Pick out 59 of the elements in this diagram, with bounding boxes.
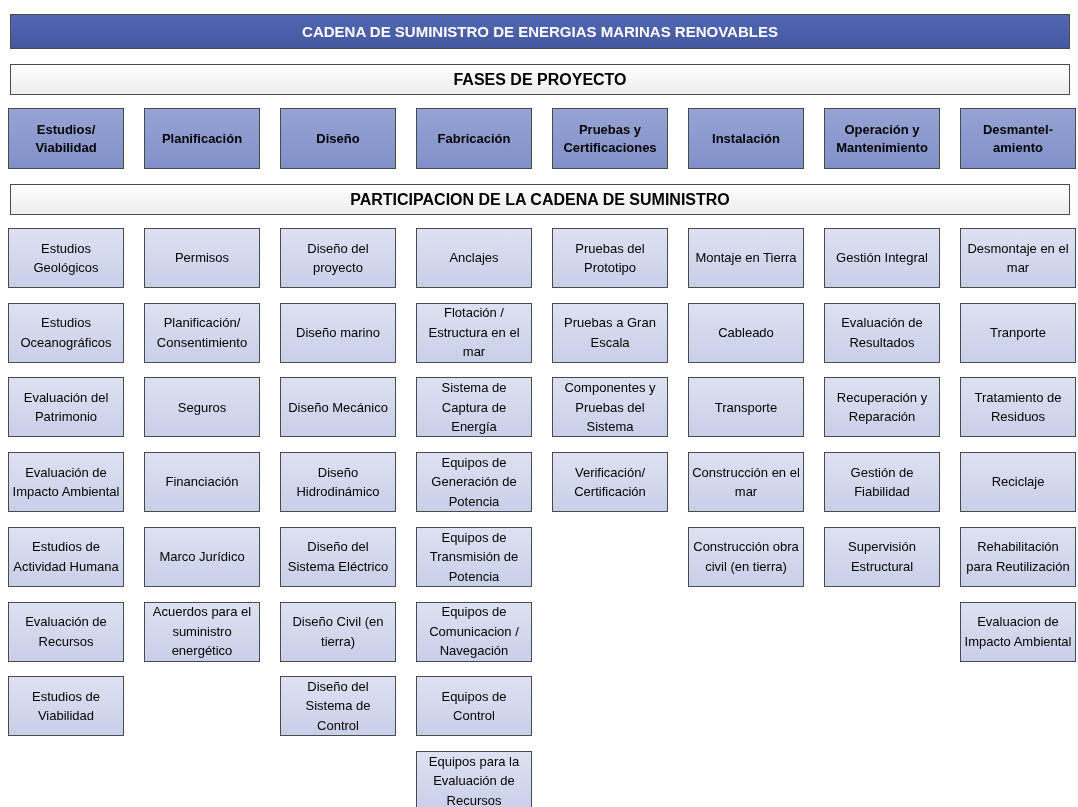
phase-box: Diseño [280,108,396,169]
activity-box: Diseño Civil (en tierra) [280,601,396,662]
activity-box: Reciclaje [960,452,1076,513]
activity-box: Desmontaje en el mar [960,228,1076,288]
activity-box: Marco Jurídico [144,526,260,587]
activity-box: Sistema de Captura de Energía [416,377,532,438]
activity-box: Pruebas a Gran Escala [552,302,668,363]
activity-box: Estudios de Actividad Humana [8,526,124,587]
activity-box: Estudios de Viabilidad [8,676,124,737]
activity-box: Transporte [688,377,804,438]
activity-box: Equipos de Generación de Potencia [416,452,532,513]
activity-box: Montaje en Tierra [688,228,804,288]
activity-box: Evaluación de Recursos [8,601,124,662]
activity-box: Evaluación de Impacto Ambiental [8,452,124,513]
activity-box: Equipos de Comunicacion / Navegación [416,601,532,662]
activity-box: Tranporte [960,302,1076,363]
activity-box: Diseño Hidrodinámico [280,452,396,513]
activity-box: Evaluacion de Impacto Ambiental [960,601,1076,662]
phase-box: Operación y Mantenimiento [824,108,940,169]
phase-box: Desmantel-amiento [960,108,1076,169]
activity-box: Pruebas del Prototipo [552,228,668,288]
activity-box: Supervisión Estructural [824,526,940,587]
section-header-bar: PARTICIPACION DE LA CADENA DE SUMINISTRO [10,184,1070,215]
activity-box: Estudios Geológicos [8,228,124,288]
activity-box: Evaluación del Patrimonio [8,377,124,438]
activity-box: Componentes y Pruebas del Sistema [552,377,668,438]
phase-box: Pruebas y Certificaciones [552,108,668,169]
phase-box: Fabricación [416,108,532,169]
activity-box: Anclajes [416,228,532,288]
activity-box: Financiación [144,452,260,513]
activity-box: Tratamiento de Residuos [960,377,1076,438]
activity-box: Acuerdos para el suministro energético [144,601,260,662]
phase-box: Estudios/ Viabilidad [8,108,124,169]
activity-box: Equipos para la Evaluación de Recursos [416,750,532,807]
activity-box: Gestión de Fiabilidad [824,452,940,513]
activity-box: Rehabilitación para Reutilización [960,526,1076,587]
activity-box: Construcción en el mar [688,452,804,513]
activity-box: Flotación / Estructura en el mar [416,302,532,363]
activity-box: Construcción obra civil (en tierra) [688,526,804,587]
activity-box: Diseño del Sistema Eléctrico [280,526,396,587]
phase-box: Instalación [688,108,804,169]
activity-box: Diseño del proyecto [280,228,396,288]
phase-box: Planificación [144,108,260,169]
activity-box: Permisos [144,228,260,288]
section-header-bar: FASES DE PROYECTO [10,64,1070,95]
activity-box: Cableado [688,302,804,363]
activity-box: Equipos de Transmisión de Potencia [416,526,532,587]
title-banner: CADENA DE SUMINISTRO DE ENERGIAS MARINAS RENOVABLES [10,14,1070,49]
activity-box: Diseño Mecánico [280,377,396,438]
activity-box: Gestión Integral [824,228,940,288]
activity-box: Evaluación de Resultados [824,302,940,363]
activity-box: Estudios Oceanográficos [8,302,124,363]
activity-box: Recuperación y Reparación [824,377,940,438]
activity-box: Diseño del Sistema de Control [280,676,396,737]
activity-box: Planificación/ Consentimiento [144,302,260,363]
activity-box: Diseño marino [280,302,396,363]
activity-box: Equipos de Control [416,676,532,737]
activity-box: Verificación/ Certificación [552,452,668,513]
activity-box: Seguros [144,377,260,438]
